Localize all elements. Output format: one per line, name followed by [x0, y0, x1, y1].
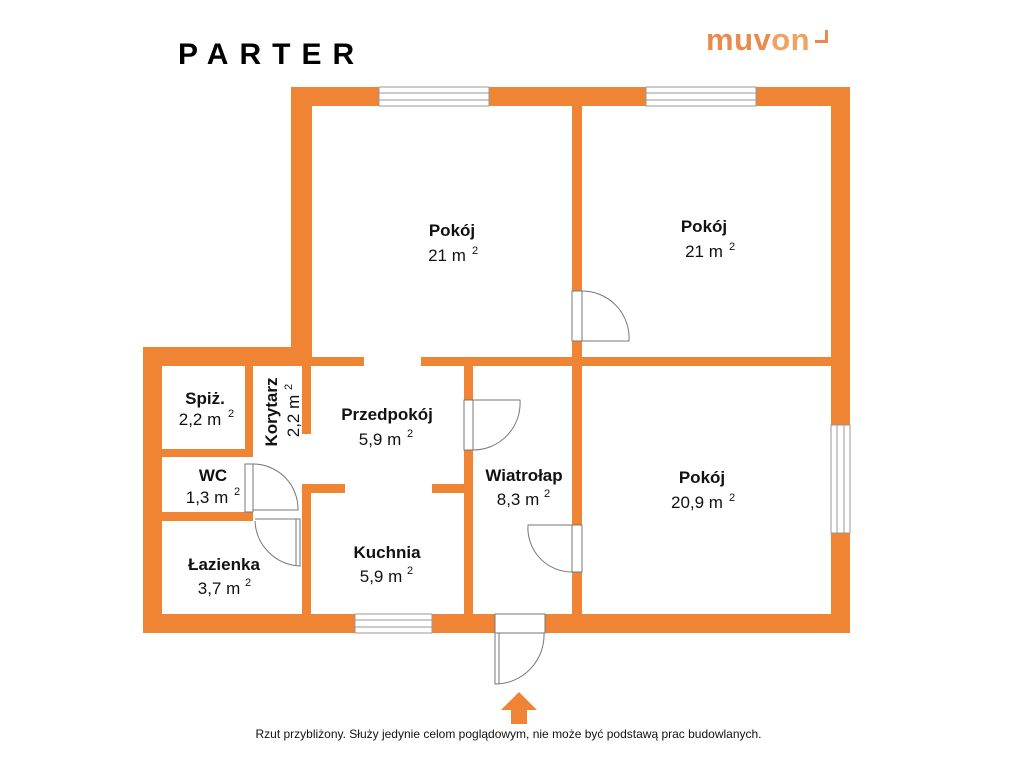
room-area-unit-sup: 2 — [407, 565, 413, 577]
room-area: 5,9 m — [359, 430, 402, 449]
room-labels: Pokój 21 m 2 Pokój 21 m 2 Pokój 20,9 m 2… — [179, 217, 735, 598]
wall-spiz-korytarz — [245, 366, 253, 449]
wall-mid-horizontal-right — [421, 357, 831, 366]
wall-kuchnia-top-right — [432, 484, 466, 493]
room-area: 1,3 m — [186, 488, 229, 507]
room-area: 2,2 m — [179, 410, 222, 429]
room-name: Pokój — [679, 468, 725, 487]
wall-mid-horizontal-left — [312, 357, 364, 366]
wall-left-upper — [291, 87, 312, 349]
room-area: 5,9 m — [360, 567, 403, 586]
wall-mid-vertical-upper — [572, 106, 582, 291]
room-area-unit-sup: 2 — [729, 241, 735, 253]
room-pokoj-bottom-right: Pokój 20,9 m 2 — [671, 468, 735, 512]
room-area-unit-sup: 2 — [544, 488, 550, 500]
room-name: WC — [199, 466, 227, 485]
room-name: Przedpokój — [341, 405, 433, 424]
room-area-unit-sup: 2 — [472, 245, 478, 257]
window-right — [830, 424, 851, 534]
door-wc[interactable] — [244, 463, 299, 513]
wall-left-step — [143, 347, 312, 366]
room-wc: WC 1,3 m 2 — [186, 466, 240, 507]
door-wiatrolap-lower[interactable] — [527, 524, 583, 573]
wall-wiatrolap-left-lower — [464, 450, 473, 614]
wall-mid-vertical-stub — [572, 341, 582, 359]
wall-wc-lazienka — [162, 512, 253, 521]
window-kitchen — [354, 613, 433, 634]
wall-left-outer — [143, 347, 162, 633]
wall-spiz-wc — [162, 449, 253, 457]
room-area: 21 m — [685, 242, 723, 261]
room-name: Pokój — [681, 217, 727, 236]
wall-korytarz-przedpokoj — [302, 366, 311, 434]
walls — [143, 87, 850, 633]
door-entrance[interactable] — [494, 613, 546, 685]
room-pokoj-top-right: Pokój 21 m 2 — [681, 217, 735, 261]
room-area: 8,3 m — [497, 490, 540, 509]
room-name: Łazienka — [188, 555, 260, 574]
room-wiatrolap: Wiatrołap 8,3 m 2 — [485, 466, 562, 509]
wall-right-upper — [831, 87, 850, 425]
brand-logo-part2: on — [771, 22, 811, 57]
room-area-unit-sup: 2 — [234, 486, 240, 498]
room-area-unit-sup: 2 — [407, 428, 413, 440]
door-lazienka[interactable] — [254, 518, 301, 567]
room-area-unit-sup: 2 — [283, 384, 295, 390]
wall-top — [291, 87, 850, 106]
wall-wiatrolap-right-lower — [572, 572, 582, 614]
wall-wiatrolap-right-upper — [572, 366, 582, 525]
wall-right-lower — [831, 533, 850, 633]
room-area: 21 m — [428, 246, 466, 265]
door-wiatrolap-upper[interactable] — [463, 399, 521, 451]
wall-kuchnia-top-left — [302, 484, 345, 493]
room-area: 20,9 m — [671, 493, 723, 512]
room-kuchnia: Kuchnia 5,9 m 2 — [353, 543, 421, 586]
wall-kuchnia-left — [302, 484, 311, 614]
floor-title: PARTER — [178, 38, 366, 71]
room-area-unit-sup: 2 — [245, 577, 251, 589]
room-pokoj-top-left: Pokój 21 m 2 — [428, 221, 478, 265]
room-area-unit-sup: 2 — [228, 408, 234, 420]
wall-wiatrolap-left-upper — [464, 366, 473, 400]
entrance-arrow-icon — [501, 692, 537, 724]
doors — [244, 290, 630, 685]
disclaimer-note: Rzut przybliżony. Służy jedynie celom po… — [255, 727, 762, 741]
room-przedpokoj: Przedpokój 5,9 m 2 — [341, 405, 433, 449]
door-pokoj-top-right[interactable] — [571, 290, 630, 342]
room-lazienka: Łazienka 3,7 m 2 — [188, 555, 260, 598]
brand-logo: muvon — [706, 22, 829, 58]
room-name: Korytarz — [262, 378, 281, 447]
brand-logo-mark — [815, 30, 829, 43]
room-area: 2,2 m — [284, 395, 303, 438]
room-area: 3,7 m — [198, 579, 241, 598]
room-name: Spiż. — [185, 389, 225, 408]
brand-logo-part1: muv — [706, 22, 772, 57]
room-korytarz: Korytarz 2,2 m 2 — [262, 378, 303, 447]
room-name: Pokój — [429, 221, 475, 240]
room-name: Wiatrołap — [485, 466, 562, 485]
room-area-unit-sup: 2 — [729, 492, 735, 504]
window-top-right — [645, 86, 757, 107]
windows — [354, 86, 851, 634]
room-spiz: Spiż. 2,2 m 2 — [179, 389, 234, 429]
window-top-left — [378, 86, 490, 107]
room-name: Kuchnia — [353, 543, 421, 562]
